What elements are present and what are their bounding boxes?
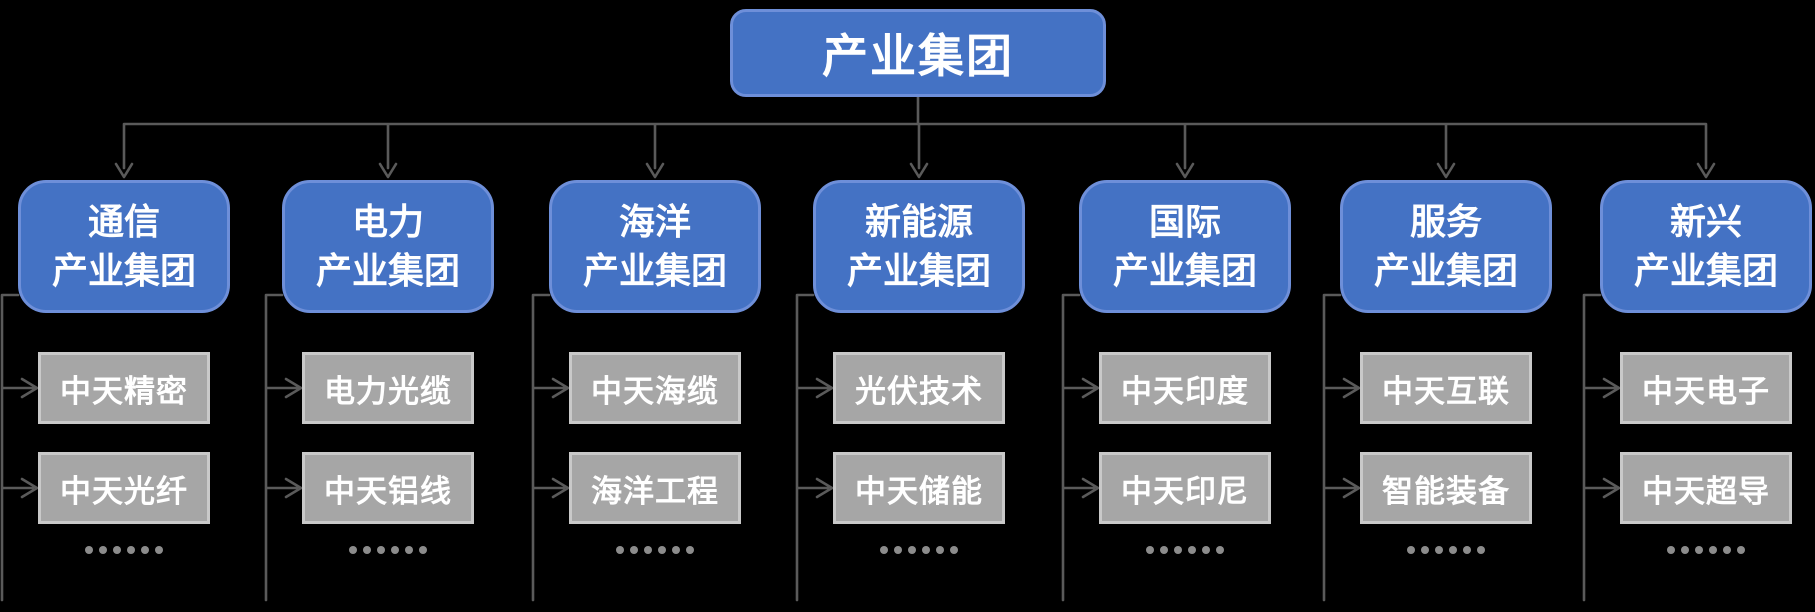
subsidiary-box: 中天电子 xyxy=(1620,352,1792,424)
group-box: 电力产业集团 xyxy=(282,180,494,313)
dot xyxy=(936,546,944,554)
subsidiary-box: 中天精密 xyxy=(38,352,210,424)
group-title-line: 产业集团 xyxy=(51,249,196,291)
dot xyxy=(1477,546,1485,554)
dot xyxy=(349,546,357,554)
dot xyxy=(85,546,93,554)
dot xyxy=(405,546,413,554)
dot xyxy=(1709,546,1717,554)
dot xyxy=(644,546,652,554)
group-title-line: 新能源 xyxy=(864,201,973,243)
dot xyxy=(1202,546,1210,554)
dot xyxy=(1667,546,1675,554)
connector-path xyxy=(0,95,1716,602)
dot xyxy=(419,546,427,554)
group-box: 通信产业集团 xyxy=(18,180,230,313)
group-title-line: 产业集团 xyxy=(582,249,727,291)
dot xyxy=(950,546,958,554)
group-title-line: 电力 xyxy=(351,201,424,243)
group-title-line: 新兴 xyxy=(1669,201,1742,243)
group-title-line: 通信 xyxy=(87,201,160,243)
dot xyxy=(922,546,930,554)
group-title-line: 产业集团 xyxy=(1112,249,1257,291)
subsidiary-box: 中天铝线 xyxy=(302,452,474,524)
dot xyxy=(1407,546,1415,554)
dot xyxy=(1188,546,1196,554)
group-box: 国际产业集团 xyxy=(1079,180,1291,313)
dot xyxy=(658,546,666,554)
group-box: 新能源产业集团 xyxy=(813,180,1025,313)
dot xyxy=(1449,546,1457,554)
subsidiary-box: 海洋工程 xyxy=(569,452,741,524)
ellipsis-dots xyxy=(880,546,958,554)
dot xyxy=(880,546,888,554)
ellipsis-dots xyxy=(85,546,163,554)
dot xyxy=(1695,546,1703,554)
dot xyxy=(1737,546,1745,554)
subsidiary-box: 电力光缆 xyxy=(302,352,474,424)
subsidiary-box: 中天超导 xyxy=(1620,452,1792,524)
dot xyxy=(908,546,916,554)
dot xyxy=(141,546,149,554)
group-box: 海洋产业集团 xyxy=(549,180,761,313)
group-box: 新兴产业集团 xyxy=(1600,180,1812,313)
ellipsis-dots xyxy=(1146,546,1224,554)
dot xyxy=(672,546,680,554)
ellipsis-dots xyxy=(349,546,427,554)
group-title-line: 产业集团 xyxy=(846,249,991,291)
ellipsis-dots xyxy=(1667,546,1745,554)
dot xyxy=(630,546,638,554)
subsidiary-box: 中天海缆 xyxy=(569,352,741,424)
group-box: 服务产业集团 xyxy=(1340,180,1552,313)
ellipsis-dots xyxy=(1407,546,1485,554)
dot xyxy=(894,546,902,554)
subsidiary-box: 中天印度 xyxy=(1099,352,1271,424)
dot xyxy=(391,546,399,554)
subsidiary-box: 中天互联 xyxy=(1360,352,1532,424)
subsidiary-box: 中天储能 xyxy=(833,452,1005,524)
group-title-line: 产业集团 xyxy=(315,249,460,291)
dot xyxy=(616,546,624,554)
dot xyxy=(155,546,163,554)
subsidiary-box: 智能装备 xyxy=(1360,452,1532,524)
dot xyxy=(1216,546,1224,554)
group-title-line: 产业集团 xyxy=(1633,249,1778,291)
group-title-line: 国际 xyxy=(1148,201,1221,243)
dot xyxy=(1421,546,1429,554)
dot xyxy=(113,546,121,554)
dot xyxy=(1160,546,1168,554)
dot xyxy=(1174,546,1182,554)
dot xyxy=(1681,546,1689,554)
dot xyxy=(686,546,694,554)
root-group-box: 产业集团 xyxy=(730,9,1106,97)
subsidiary-box: 光伏技术 xyxy=(833,352,1005,424)
dot xyxy=(1463,546,1471,554)
dot xyxy=(1435,546,1443,554)
group-title-line: 服务 xyxy=(1409,201,1482,243)
subsidiary-box: 中天印尼 xyxy=(1099,452,1271,524)
group-title-line: 海洋 xyxy=(618,201,691,243)
dot xyxy=(1146,546,1154,554)
dot xyxy=(99,546,107,554)
ellipsis-dots xyxy=(616,546,694,554)
dot xyxy=(127,546,135,554)
dot xyxy=(363,546,371,554)
dot xyxy=(1723,546,1731,554)
subsidiary-box: 中天光纤 xyxy=(38,452,210,524)
group-title-line: 产业集团 xyxy=(1373,249,1518,291)
dot xyxy=(377,546,385,554)
